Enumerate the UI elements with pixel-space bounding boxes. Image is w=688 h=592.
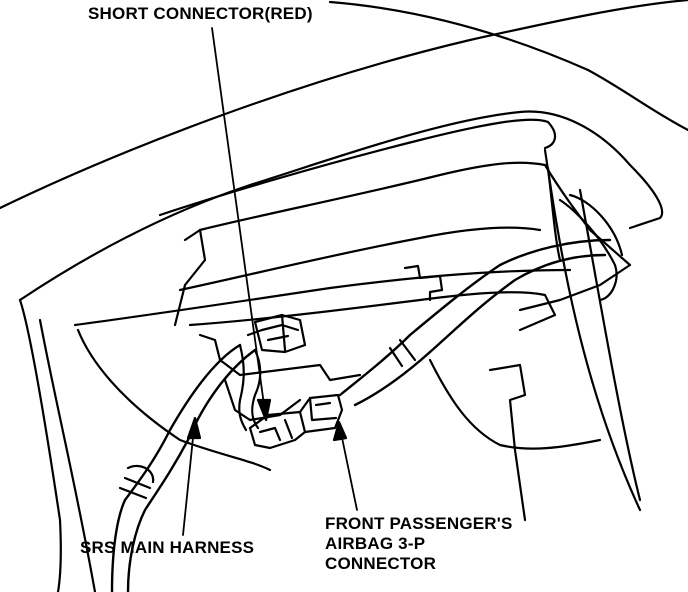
srs-main-harness-label: SRS MAIN HARNESS	[80, 538, 255, 557]
right-roller-1	[558, 198, 618, 302]
harness-cable-lower-b	[353, 350, 432, 407]
leader-srs-harness	[182, 427, 195, 536]
srs-harness-cable-b	[126, 348, 257, 592]
short-connector-shape	[246, 313, 307, 354]
harness-cable-upper	[408, 238, 612, 337]
airbag-label-line-1: FRONT PASSENGER'S	[325, 514, 513, 533]
module-mount-tab	[198, 333, 362, 382]
harness-clip-band-2	[388, 346, 404, 368]
leader-airbag-connector-arrow	[332, 420, 348, 442]
glovebox-inner-left	[38, 318, 97, 592]
srs-harness-grommet-3	[126, 464, 155, 484]
srs-harness-link	[251, 348, 262, 430]
harness-clip-band	[398, 338, 417, 362]
glovebox-left-wall	[18, 298, 62, 592]
right-support-3	[546, 166, 562, 262]
module-housing-top	[183, 161, 547, 242]
module-lower-skirt	[223, 378, 302, 422]
glovebox-lower-lip	[76, 328, 272, 472]
leader-airbag-connector	[339, 427, 358, 511]
right-support-2	[578, 188, 642, 502]
module-bracket	[403, 264, 444, 302]
module-housing-side	[173, 228, 207, 327]
module-housing-front	[178, 226, 542, 292]
module-rear-panel	[428, 358, 602, 450]
srs-harness-grommet-2	[118, 486, 148, 500]
srs-harness-link-b	[238, 343, 248, 432]
leader-short-connector	[211, 27, 266, 413]
right-roller-2	[568, 193, 624, 257]
glovebox-frame-outer	[18, 110, 664, 302]
leader-srs-harness-arrow	[186, 416, 202, 440]
short-connector-label: SHORT CONNECTOR(RED)	[88, 4, 313, 23]
airbag-label-line-3: CONNECTOR	[325, 554, 437, 573]
leader-short-connector-arrow	[256, 398, 272, 422]
srs-harness-grommet-1	[123, 476, 152, 490]
srs-harness-cable-a	[110, 343, 242, 592]
dashboard-top	[328, 0, 688, 132]
harness-cable-lower	[338, 333, 412, 397]
right-lower-panel	[488, 363, 527, 522]
right-support-1	[543, 148, 642, 512]
front-passenger-airbag-connector-label: FRONT PASSENGER'S AIRBAG 3-P CONNECTOR	[325, 514, 513, 574]
airbag-label-line-2: AIRBAG 3-P	[325, 534, 426, 553]
module-lower-edge	[188, 291, 557, 332]
dashboard-edge	[0, 0, 688, 210]
harness-cable-upper-b	[428, 253, 607, 354]
module-housing-bottom	[73, 268, 572, 327]
glovebox-frame-inner	[158, 118, 557, 217]
